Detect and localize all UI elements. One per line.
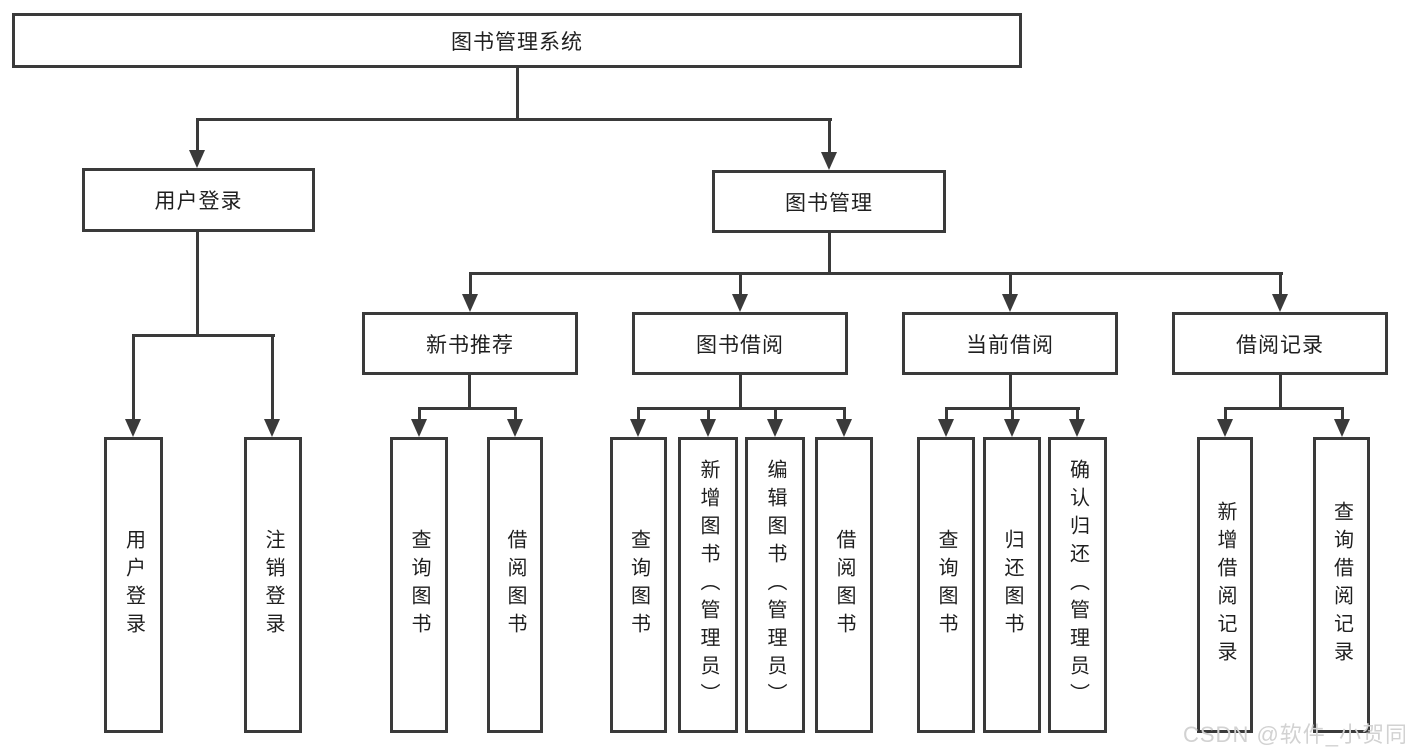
connector-line xyxy=(828,231,831,275)
connector-line xyxy=(418,407,517,410)
arrow-head xyxy=(189,150,205,168)
connector-line xyxy=(516,68,519,119)
arrow-head xyxy=(264,419,280,437)
node-label: 图书借阅 xyxy=(696,333,784,357)
connector-line xyxy=(418,407,421,421)
connector-line xyxy=(1224,407,1227,421)
connector-line xyxy=(945,407,948,421)
connector-line xyxy=(1009,272,1012,297)
node-book-management: 图书管理 xyxy=(712,170,946,233)
node-label: 当前借阅 xyxy=(966,333,1054,357)
connector-line xyxy=(1224,407,1344,410)
node-label: 查询图书 xyxy=(935,529,957,641)
leaf-query-books-borrowing: 查询图书 xyxy=(610,437,667,733)
connector-line xyxy=(468,374,471,410)
connector-line xyxy=(1341,407,1344,421)
leaf-query-books-recommend: 查询图书 xyxy=(390,437,448,733)
csdn-watermark: CSDN @软件_小贺同学 xyxy=(1183,722,1405,747)
connector-line xyxy=(637,407,640,421)
arrow-head xyxy=(821,152,837,170)
node-label: 新增图书（管理员） xyxy=(697,459,719,711)
node-label: 注销登录 xyxy=(262,529,284,641)
leaf-query-books-current: 查询图书 xyxy=(917,437,975,733)
node-label: 查询图书 xyxy=(627,529,650,641)
node-library-management-system: 图书管理系统 xyxy=(12,13,1022,68)
connector-line xyxy=(774,407,777,421)
node-label: 借阅记录 xyxy=(1236,333,1324,357)
leaf-return-book: 归还图书 xyxy=(983,437,1041,733)
node-label: 归还图书 xyxy=(1001,529,1023,641)
leaf-edit-book-admin: 编辑图书（管理员） xyxy=(745,437,805,733)
arrow-head xyxy=(700,419,716,437)
node-label: 新书推荐 xyxy=(426,333,514,357)
node-label: 编辑图书（管理员） xyxy=(764,459,786,711)
leaf-confirm-return-admin: 确认归还（管理员） xyxy=(1048,437,1107,733)
arrow-head xyxy=(836,419,852,437)
arrow-head xyxy=(938,419,954,437)
connector-line xyxy=(469,272,1283,275)
node-new-book-recommend: 新书推荐 xyxy=(362,312,578,375)
leaf-user-login: 用户登录 xyxy=(104,437,163,733)
connector-line xyxy=(1009,374,1012,410)
arrow-head xyxy=(1002,294,1018,312)
arrow-head xyxy=(732,294,748,312)
arrow-head xyxy=(411,419,427,437)
node-label: 借阅图书 xyxy=(833,529,855,641)
node-label: 查询借阅记录 xyxy=(1330,501,1353,669)
connector-line xyxy=(469,272,472,297)
arrow-head xyxy=(462,294,478,312)
leaf-borrow-books-recommend: 借阅图书 xyxy=(487,437,543,733)
node-book-borrowing: 图书借阅 xyxy=(632,312,848,375)
connector-line xyxy=(739,272,742,297)
node-label: 图书管理 xyxy=(785,191,873,215)
connector-line xyxy=(196,118,832,121)
connector-line xyxy=(196,118,199,151)
arrow-head xyxy=(125,419,141,437)
node-label: 新增借阅记录 xyxy=(1214,501,1236,669)
node-borrowing-records: 借阅记录 xyxy=(1172,312,1388,375)
node-label: 图书管理系统 xyxy=(451,30,583,54)
connector-line xyxy=(132,334,135,421)
leaf-add-borrow-record: 新增借阅记录 xyxy=(1197,437,1253,733)
connector-line xyxy=(1279,374,1282,410)
arrow-head xyxy=(1334,419,1350,437)
leaf-logout: 注销登录 xyxy=(244,437,302,733)
node-current-borrowing: 当前借阅 xyxy=(902,312,1118,375)
leaf-add-book-admin: 新增图书（管理员） xyxy=(678,437,738,733)
connector-line xyxy=(1279,272,1282,297)
connector-line xyxy=(1076,407,1079,421)
connector-line xyxy=(1011,407,1014,421)
connector-line xyxy=(514,407,517,421)
arrow-head xyxy=(507,419,523,437)
connector-line xyxy=(828,118,831,153)
connector-line xyxy=(739,374,742,410)
connector-line xyxy=(637,407,846,410)
leaf-borrow-books: 借阅图书 xyxy=(815,437,873,733)
node-label: 用户登录 xyxy=(122,529,145,641)
node-label: 查询图书 xyxy=(408,529,430,641)
arrow-head xyxy=(630,419,646,437)
leaf-query-borrow-record: 查询借阅记录 xyxy=(1313,437,1370,733)
arrow-head xyxy=(767,419,783,437)
connector-line xyxy=(196,231,199,337)
node-label: 确认归还（管理员） xyxy=(1066,459,1089,711)
arrow-head xyxy=(1004,419,1020,437)
connector-line xyxy=(843,407,846,421)
arrow-head xyxy=(1217,419,1233,437)
connector-line xyxy=(132,334,275,337)
connector-line xyxy=(707,407,710,421)
arrow-head xyxy=(1272,294,1288,312)
connector-line xyxy=(271,334,274,421)
node-label: 用户登录 xyxy=(154,190,243,213)
arrow-head xyxy=(1069,419,1085,437)
node-label: 借阅图书 xyxy=(504,529,526,641)
node-user-login: 用户登录 xyxy=(82,168,315,232)
